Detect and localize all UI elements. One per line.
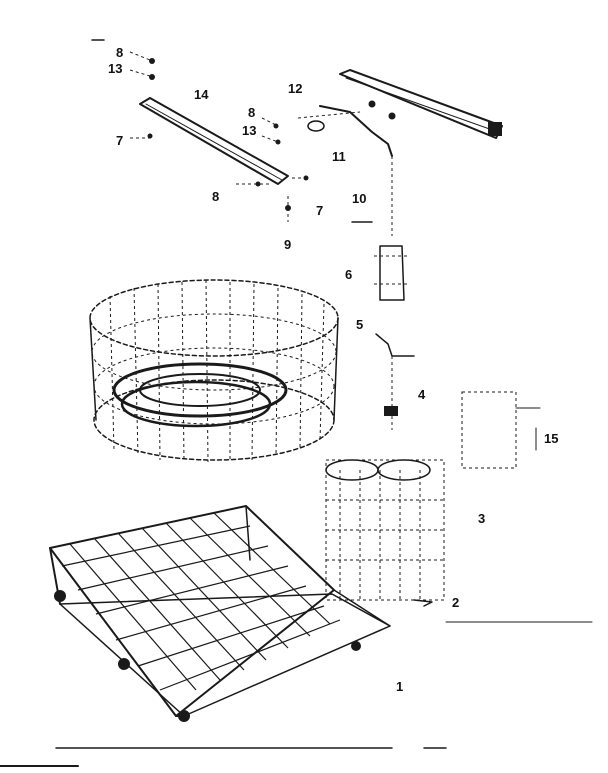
callout-label-15: 15	[544, 431, 559, 446]
callout-label-2: 2	[452, 595, 460, 610]
feed-tube	[351, 156, 393, 236]
rail-right	[297, 69, 503, 157]
callout-label-7a: 7	[116, 133, 124, 148]
page-border-bottom	[0, 747, 447, 767]
callout-label-12: 12	[288, 81, 303, 96]
part-6-connector	[374, 245, 408, 301]
part-2-clip	[413, 599, 593, 623]
callout-label-8b: 8	[248, 105, 256, 120]
callout-label-13a: 13	[108, 61, 123, 76]
callout-label-14: 14	[194, 87, 209, 102]
callout-label-13b: 13	[242, 123, 257, 138]
cutlery-basket	[325, 459, 445, 601]
callout-label-8c: 8	[212, 189, 220, 204]
lower-rack	[49, 505, 391, 722]
callout-label-3: 3	[478, 511, 486, 526]
part-5-riser	[375, 333, 415, 430]
callout-label-6: 6	[345, 267, 353, 282]
callout-label-7b: 7	[316, 203, 324, 218]
part-15-insert	[461, 391, 541, 469]
callout-label-4: 4	[418, 387, 426, 402]
callout-label-11: 11	[332, 149, 346, 164]
callout-label-5: 5	[356, 317, 364, 332]
upper-basket	[89, 279, 339, 463]
rail-left	[130, 97, 310, 187]
callout-label-10: 10	[352, 191, 367, 206]
fastener-group-middle	[261, 117, 291, 222]
fastener-group-left	[91, 39, 155, 80]
callout-label-9: 9	[284, 237, 292, 252]
callout-label-8a: 8	[116, 45, 124, 60]
callout-label-1: 1	[396, 679, 404, 694]
